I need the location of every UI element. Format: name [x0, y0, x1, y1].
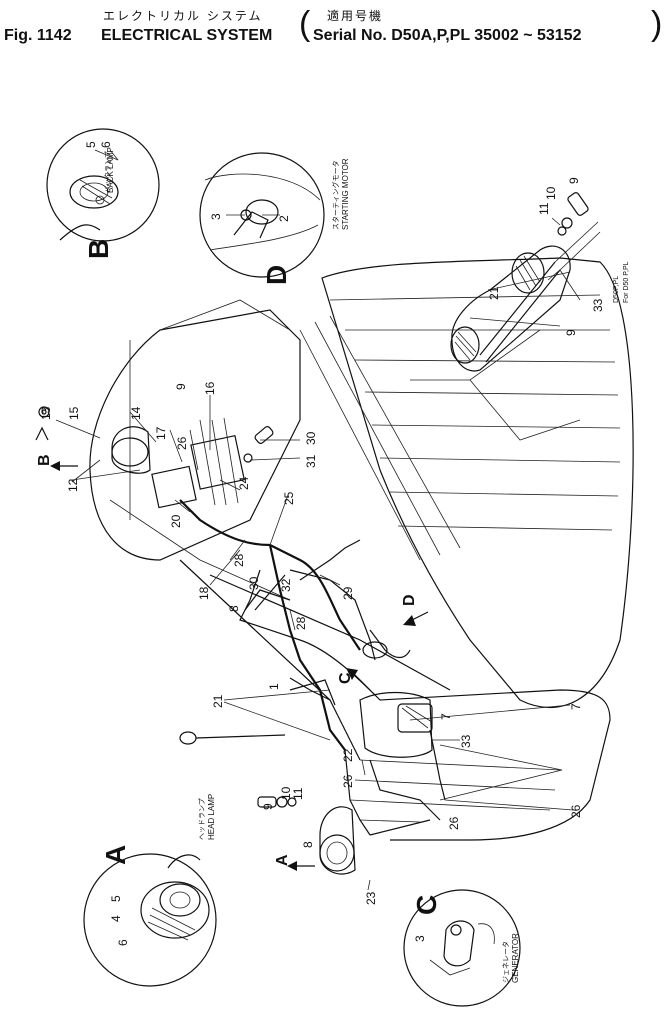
machine-body: [89, 221, 634, 875]
paren-close: ): [651, 5, 663, 43]
fasteners: [35, 192, 589, 808]
detail-c-letter: C: [411, 895, 442, 915]
callout-33-rear: 33: [591, 298, 605, 312]
callout-20: 20: [169, 514, 183, 528]
callout-3-c: 3: [413, 935, 427, 942]
view-arrows: [50, 461, 429, 871]
callout-9-rear: 9: [567, 177, 581, 184]
detail-circle-c: [403, 889, 521, 1007]
callout-30-mid: 30: [247, 576, 261, 590]
detail-c-en: GENERATOR: [511, 933, 520, 983]
callout-9-box: 9: [174, 383, 188, 390]
callout-10-rear: 10: [544, 186, 558, 200]
callout-4-a: 4: [109, 915, 123, 922]
note-model-line1: D50P,PL: [613, 276, 620, 303]
callout-32: 32: [279, 578, 293, 592]
callout-2: 2: [277, 215, 291, 222]
callout-6-a: 6: [116, 939, 130, 946]
detail-b-letter: B: [83, 239, 114, 259]
view-b-label: B: [36, 454, 53, 466]
callout-5-a: 5: [109, 895, 123, 902]
callout-11-rear: 11: [537, 202, 551, 215]
view-d-label: D: [401, 594, 418, 606]
callout-33-front: 33: [459, 734, 473, 748]
detail-d-en: STARTING MOTOR: [341, 158, 350, 230]
callout-7-inner: 7: [439, 713, 453, 720]
detail-b-en: BACK LAMP: [106, 147, 115, 193]
callout-27-low: 26: [447, 816, 461, 830]
callout-26: 26: [569, 804, 583, 818]
callout-25: 25: [282, 491, 296, 505]
detail-b-jp: バックランプ: [104, 151, 112, 193]
callout-22-rear: 21: [487, 286, 501, 300]
callout-1: 1: [267, 683, 281, 690]
header-jp-title: エレクトリカル システム: [103, 9, 263, 23]
view-c-label: C: [337, 672, 354, 684]
callouts: 5 6 3 2 9 10 11 21 33 9 13 15 14 17 9 16…: [39, 141, 605, 946]
detail-a-jp: ヘッドランプ: [198, 798, 206, 840]
detail-a-en: HEAD LAMP: [207, 794, 216, 840]
callout-17: 17: [154, 426, 168, 440]
callout-14: 14: [129, 406, 143, 420]
detail-d-jp: スターティングモータ: [331, 160, 340, 230]
callout-27-front: 26: [341, 774, 355, 788]
callout-9-low: 9: [261, 803, 275, 810]
detail-circle-d: [199, 152, 325, 278]
callout-7-outer: 7: [569, 703, 583, 710]
callout-16: 16: [203, 381, 217, 395]
note-model-line2: For D50 P,PL: [623, 261, 630, 303]
callout-31: 31: [304, 454, 318, 468]
callout-21: 21: [211, 694, 225, 708]
callout-28-mid: 28: [294, 616, 308, 630]
callout-24: 24: [237, 476, 251, 490]
leader-lines: [55, 149, 581, 891]
detail-circle-a: [83, 853, 217, 987]
paren-open: (: [299, 5, 311, 43]
callout-30-right: 30: [304, 431, 318, 445]
callout-23: 23: [364, 891, 378, 905]
detail-c-jp: ジェネレータ: [501, 941, 510, 983]
detail-circle-b: [46, 128, 160, 242]
detail-a-letter: A: [100, 845, 131, 865]
detail-d-letter: D: [261, 265, 292, 285]
callout-10-low: 10: [279, 786, 293, 800]
callout-28-top: 28: [232, 553, 246, 567]
callout-9-mid: 9: [564, 329, 578, 336]
callout-29: 29: [341, 586, 355, 600]
wiring-harness: [179, 499, 446, 836]
callout-8-low: 8: [301, 841, 315, 848]
header-jp-serial: 適用号機: [327, 9, 384, 23]
callout-13: 13: [39, 406, 53, 420]
header: エレクトリカル システム 適用号機 Fig. 1142 ELECTRICAL S…: [0, 0, 665, 52]
figure-number: Fig. 1142: [4, 27, 72, 44]
page-title: ELECTRICAL SYSTEM: [101, 27, 273, 44]
view-a-label: A: [274, 854, 291, 866]
callout-12: 12: [66, 478, 80, 492]
callout-3: 3: [209, 213, 223, 220]
callout-18: 18: [197, 586, 211, 600]
callout-15: 15: [67, 406, 81, 420]
callout-6: 6: [99, 141, 113, 148]
callout-27-top: 26: [175, 436, 189, 450]
callout-22-front: 22: [341, 748, 355, 762]
serial-range: Serial No. D50A,P,PL 35002 ~ 53152: [313, 27, 582, 44]
callout-8-mid: 8: [227, 605, 241, 612]
callout-5: 5: [84, 141, 98, 148]
callout-11-low: 11: [291, 787, 305, 800]
